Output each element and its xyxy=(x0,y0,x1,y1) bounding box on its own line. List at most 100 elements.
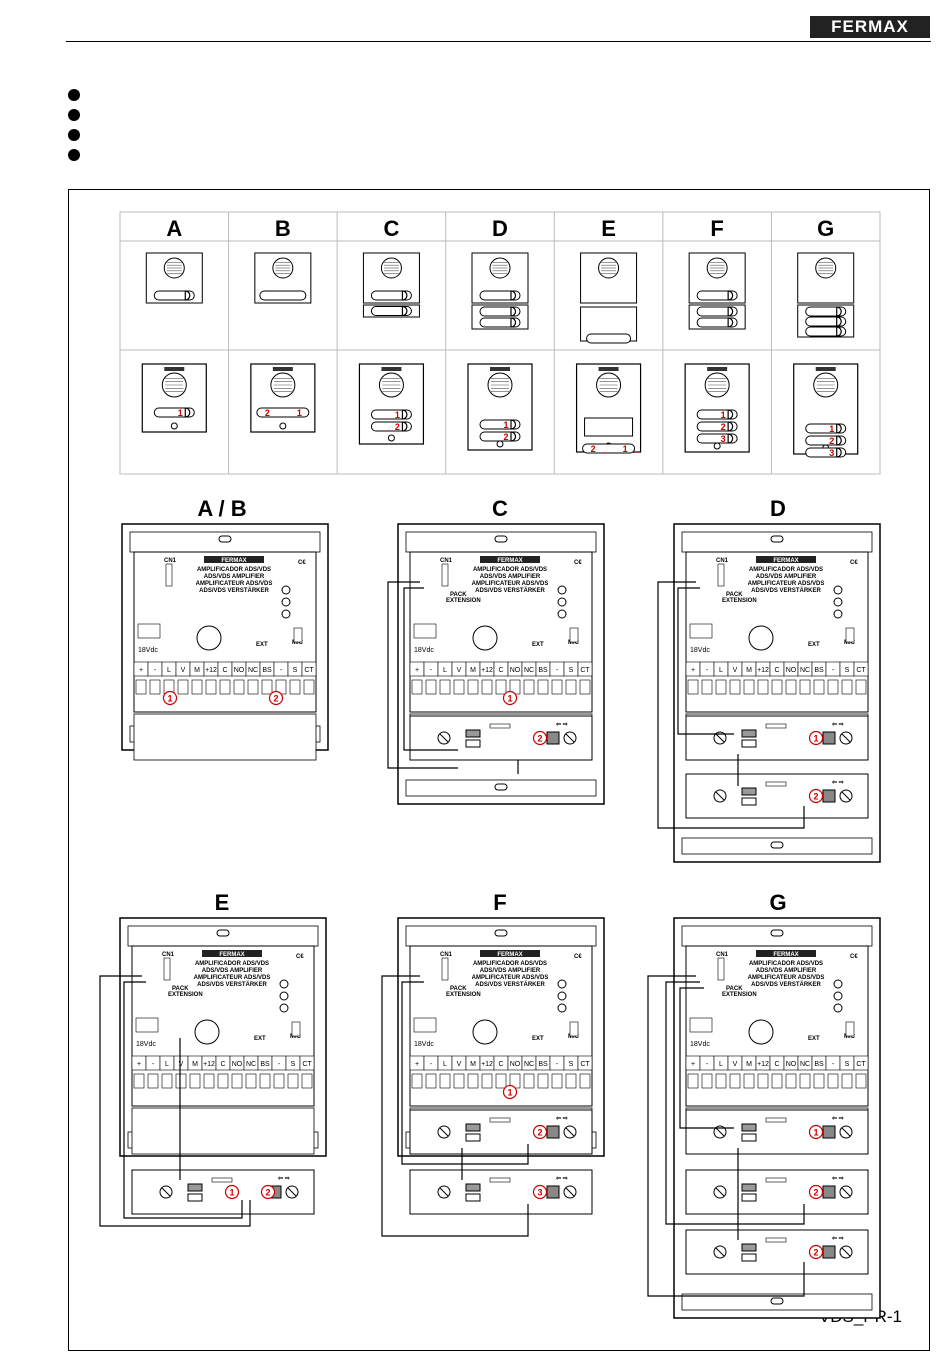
terminal-label: NO xyxy=(786,667,797,674)
terminal-screw xyxy=(301,1073,313,1089)
marker-number: 1 xyxy=(813,1128,818,1138)
push-button xyxy=(370,290,412,301)
terminal-label: +12 xyxy=(757,667,769,674)
button-contact xyxy=(401,409,408,420)
button-contact xyxy=(184,290,191,301)
marker-circle xyxy=(808,1244,824,1260)
marker-number: 2 xyxy=(813,792,818,802)
terminal-label: NO xyxy=(510,667,521,674)
label-slot xyxy=(765,1237,787,1243)
mic-connector xyxy=(291,1021,301,1037)
marker-number: 3 xyxy=(537,1188,542,1198)
volume-knob xyxy=(196,625,222,651)
camera-hole xyxy=(279,422,287,430)
extension-label: EXTENSION xyxy=(722,992,757,998)
button-number: 1 xyxy=(623,444,628,454)
jumper-block xyxy=(135,1017,159,1033)
label-slot xyxy=(489,1117,511,1123)
camera-hole xyxy=(496,440,504,448)
terminal-label: - xyxy=(706,1061,709,1068)
double-button xyxy=(582,443,636,454)
button-number: 2 xyxy=(503,432,508,442)
board-logo xyxy=(756,556,816,563)
adjust-pot xyxy=(557,609,567,619)
button-number: 2 xyxy=(395,422,400,432)
button-contact xyxy=(510,306,517,317)
adjust-pot xyxy=(279,979,289,989)
terminal-label: S xyxy=(845,1061,850,1068)
terminal-label: - xyxy=(706,667,709,674)
column-label: E xyxy=(601,216,616,241)
terminal-screw xyxy=(175,1073,187,1089)
screw-slot xyxy=(565,733,575,743)
push-button xyxy=(479,419,521,430)
terminal-label: M xyxy=(746,1061,752,1068)
terminal-label: +12 xyxy=(481,667,493,674)
terminal-screw xyxy=(729,679,741,695)
psu-label: 18Vdc xyxy=(414,1041,434,1048)
terminal-label: CT xyxy=(304,667,314,674)
board-text: AMPLIFICATEUR ADS/VDS xyxy=(472,975,549,981)
screw-slot xyxy=(715,733,725,743)
terminal-screw xyxy=(813,1073,825,1089)
button-number: 2 xyxy=(591,444,596,454)
housing-slot xyxy=(770,929,784,937)
terminal-label: - xyxy=(278,1061,281,1068)
wire xyxy=(647,975,805,1297)
terminal-label: V xyxy=(457,1061,462,1068)
terminal-screw xyxy=(799,1073,811,1089)
terminal-label: + xyxy=(415,667,419,674)
terminal-label: - xyxy=(556,667,559,674)
terminal-label: BS xyxy=(814,1061,824,1068)
connector-icon xyxy=(187,1183,203,1192)
screw-slot xyxy=(161,1187,171,1197)
lower-bay xyxy=(133,713,317,761)
push-button xyxy=(479,317,521,328)
housing-slot xyxy=(494,535,508,543)
terminal-label: V xyxy=(733,1061,738,1068)
mic-connector xyxy=(845,627,855,643)
button-terminal-icon xyxy=(546,1125,560,1139)
terminal-screw xyxy=(757,679,769,695)
connector-icon xyxy=(465,729,481,738)
terminal-label: BS xyxy=(538,1061,548,1068)
terminal-screw xyxy=(579,1073,591,1089)
terminal-screw xyxy=(177,679,189,695)
mic-label: MIC xyxy=(844,640,856,646)
push-button xyxy=(696,421,738,432)
ext-label: EXT xyxy=(256,642,268,648)
terminal-label: - xyxy=(154,667,157,674)
connector-icon xyxy=(741,1183,757,1192)
header-rule xyxy=(66,41,931,42)
terminal-screw xyxy=(701,679,713,695)
terminal-screw xyxy=(495,1073,507,1089)
push-button xyxy=(696,433,738,444)
marker-number: 1 xyxy=(507,1088,512,1098)
marker-number: 1 xyxy=(507,694,512,704)
arrow-icon: ⇦ ⇨ xyxy=(555,1116,568,1122)
button-terminal-icon xyxy=(822,789,836,803)
button-number: 1 xyxy=(503,420,508,430)
wire xyxy=(401,981,529,1165)
terminal-label: V xyxy=(457,667,462,674)
button-terminal-icon xyxy=(546,1185,560,1199)
wire xyxy=(381,975,529,1237)
terminal-screw xyxy=(771,1073,783,1089)
screw-slot xyxy=(439,733,449,743)
cn1-connector xyxy=(165,563,173,587)
screw-slot xyxy=(565,1187,575,1197)
marker-circle xyxy=(808,1184,824,1200)
board-text: AMPLIFICADOR ADS/VDS xyxy=(473,567,547,573)
button-number: 2 xyxy=(265,408,270,418)
button-contact xyxy=(510,290,517,301)
terminal-screw xyxy=(855,1073,867,1089)
adjust-pot xyxy=(279,991,289,1001)
terminal-label: S xyxy=(293,667,298,674)
ext-label: EXT xyxy=(808,1036,820,1042)
arrow-icon: ⇦ ⇨ xyxy=(831,1236,844,1242)
terminal-label: BS xyxy=(538,667,548,674)
push-button xyxy=(696,306,738,317)
terminal-screw xyxy=(687,1073,699,1089)
